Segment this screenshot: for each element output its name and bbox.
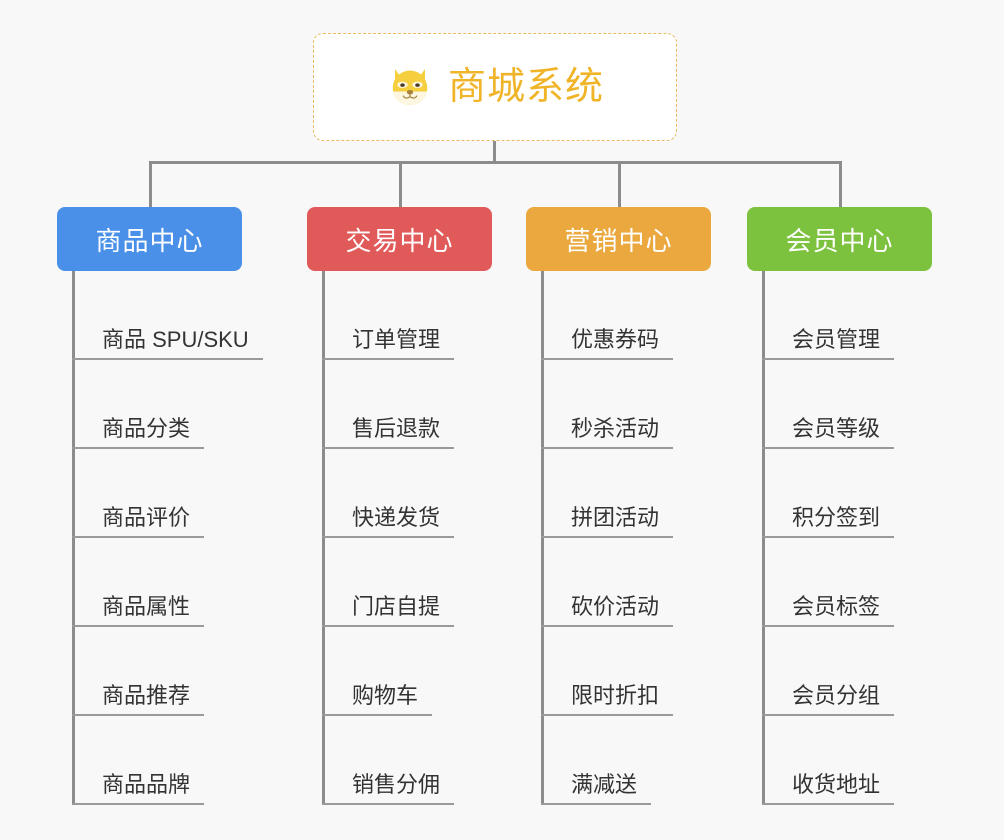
branch-header-4[interactable]: 会员中心	[747, 207, 932, 271]
leaf-label: 砍价活动	[541, 594, 674, 627]
connector-horizontal-bus	[150, 161, 842, 164]
list-item[interactable]: 会员等级	[762, 360, 932, 449]
list-item[interactable]: 门店自提	[322, 538, 492, 627]
leaf-label: 订单管理	[322, 327, 455, 360]
list-item[interactable]: 订单管理	[322, 271, 492, 360]
shiba-dog-face-icon	[392, 69, 428, 105]
branch-body-1: 商品 SPU/SKU 商品分类 商品评价 商品属性 商品推荐 商品品牌	[72, 271, 263, 805]
list-item[interactable]: 满减送	[541, 716, 711, 805]
branch-header-2[interactable]: 交易中心	[307, 207, 492, 271]
connector-drop-3	[618, 161, 621, 209]
leaf-label: 商品推荐	[72, 683, 205, 716]
leaf-label: 购物车	[322, 683, 433, 716]
list-item[interactable]: 限时折扣	[541, 627, 711, 716]
leaf-label: 满减送	[541, 772, 652, 805]
branch-会员中心: 会员中心 会员管理 会员等级 积分签到 会员标签 会员分组 收货地址	[747, 207, 932, 805]
list-item[interactable]: 购物车	[322, 627, 492, 716]
leaf-label: 商品 SPU/SKU	[72, 327, 263, 360]
list-item[interactable]: 售后退款	[322, 360, 492, 449]
connector-drop-1	[149, 161, 152, 209]
branch-交易中心: 交易中心 订单管理 售后退款 快递发货 门店自提 购物车 销售分佣	[307, 207, 492, 805]
list-item[interactable]: 会员标签	[762, 538, 932, 627]
root-title: 商城系统	[447, 66, 604, 108]
leaf-label: 会员管理	[762, 327, 895, 360]
branch-营销中心: 营销中心 优惠券码 秒杀活动 拼团活动 砍价活动 限时折扣 满减送	[526, 207, 711, 805]
list-item[interactable]: 秒杀活动	[541, 360, 711, 449]
branch-商品中心: 商品中心 商品 SPU/SKU 商品分类 商品评价 商品属性 商品推荐 商品品牌	[57, 207, 263, 805]
list-item[interactable]: 商品 SPU/SKU	[72, 271, 263, 360]
connector-drop-2	[399, 161, 402, 209]
leaf-label: 秒杀活动	[541, 416, 674, 449]
leaf-label: 限时折扣	[541, 683, 674, 716]
list-item[interactable]: 优惠券码	[541, 271, 711, 360]
list-item[interactable]: 会员分组	[762, 627, 932, 716]
leaf-label: 门店自提	[322, 594, 455, 627]
leaf-label: 会员标签	[762, 594, 895, 627]
list-item[interactable]: 商品品牌	[72, 716, 263, 805]
list-item[interactable]: 砍价活动	[541, 538, 711, 627]
list-item[interactable]: 快递发货	[322, 449, 492, 538]
leaf-label: 会员等级	[762, 416, 895, 449]
list-item[interactable]: 积分签到	[762, 449, 932, 538]
leaf-label: 收货地址	[762, 772, 895, 805]
leaf-label: 快递发货	[322, 505, 455, 538]
branch-body-4: 会员管理 会员等级 积分签到 会员标签 会员分组 收货地址	[762, 271, 932, 805]
leaf-label: 优惠券码	[541, 327, 674, 360]
leaf-label: 会员分组	[762, 683, 895, 716]
branch-body-2: 订单管理 售后退款 快递发货 门店自提 购物车 销售分佣	[322, 271, 492, 805]
leaf-label: 商品分类	[72, 416, 205, 449]
list-item[interactable]: 会员管理	[762, 271, 932, 360]
branch-header-3[interactable]: 营销中心	[526, 207, 711, 271]
root-node-商城系统[interactable]: 商城系统	[313, 33, 677, 141]
connector-drop-4	[839, 161, 842, 209]
list-item[interactable]: 商品推荐	[72, 627, 263, 716]
leaf-label: 积分签到	[762, 505, 895, 538]
leaf-label: 商品评价	[72, 505, 205, 538]
list-item[interactable]: 收货地址	[762, 716, 932, 805]
list-item[interactable]: 商品分类	[72, 360, 263, 449]
branch-header-1[interactable]: 商品中心	[57, 207, 242, 271]
branch-body-3: 优惠券码 秒杀活动 拼团活动 砍价活动 限时折扣 满减送	[541, 271, 711, 805]
leaf-label: 商品品牌	[72, 772, 205, 805]
list-item[interactable]: 商品属性	[72, 538, 263, 627]
list-item[interactable]: 拼团活动	[541, 449, 711, 538]
leaf-label: 销售分佣	[322, 772, 455, 805]
leaf-label: 售后退款	[322, 416, 455, 449]
leaf-label: 拼团活动	[541, 505, 674, 538]
connector-root-stem	[493, 141, 496, 163]
list-item[interactable]: 商品评价	[72, 449, 263, 538]
list-item[interactable]: 销售分佣	[322, 716, 492, 805]
leaf-label: 商品属性	[72, 594, 205, 627]
